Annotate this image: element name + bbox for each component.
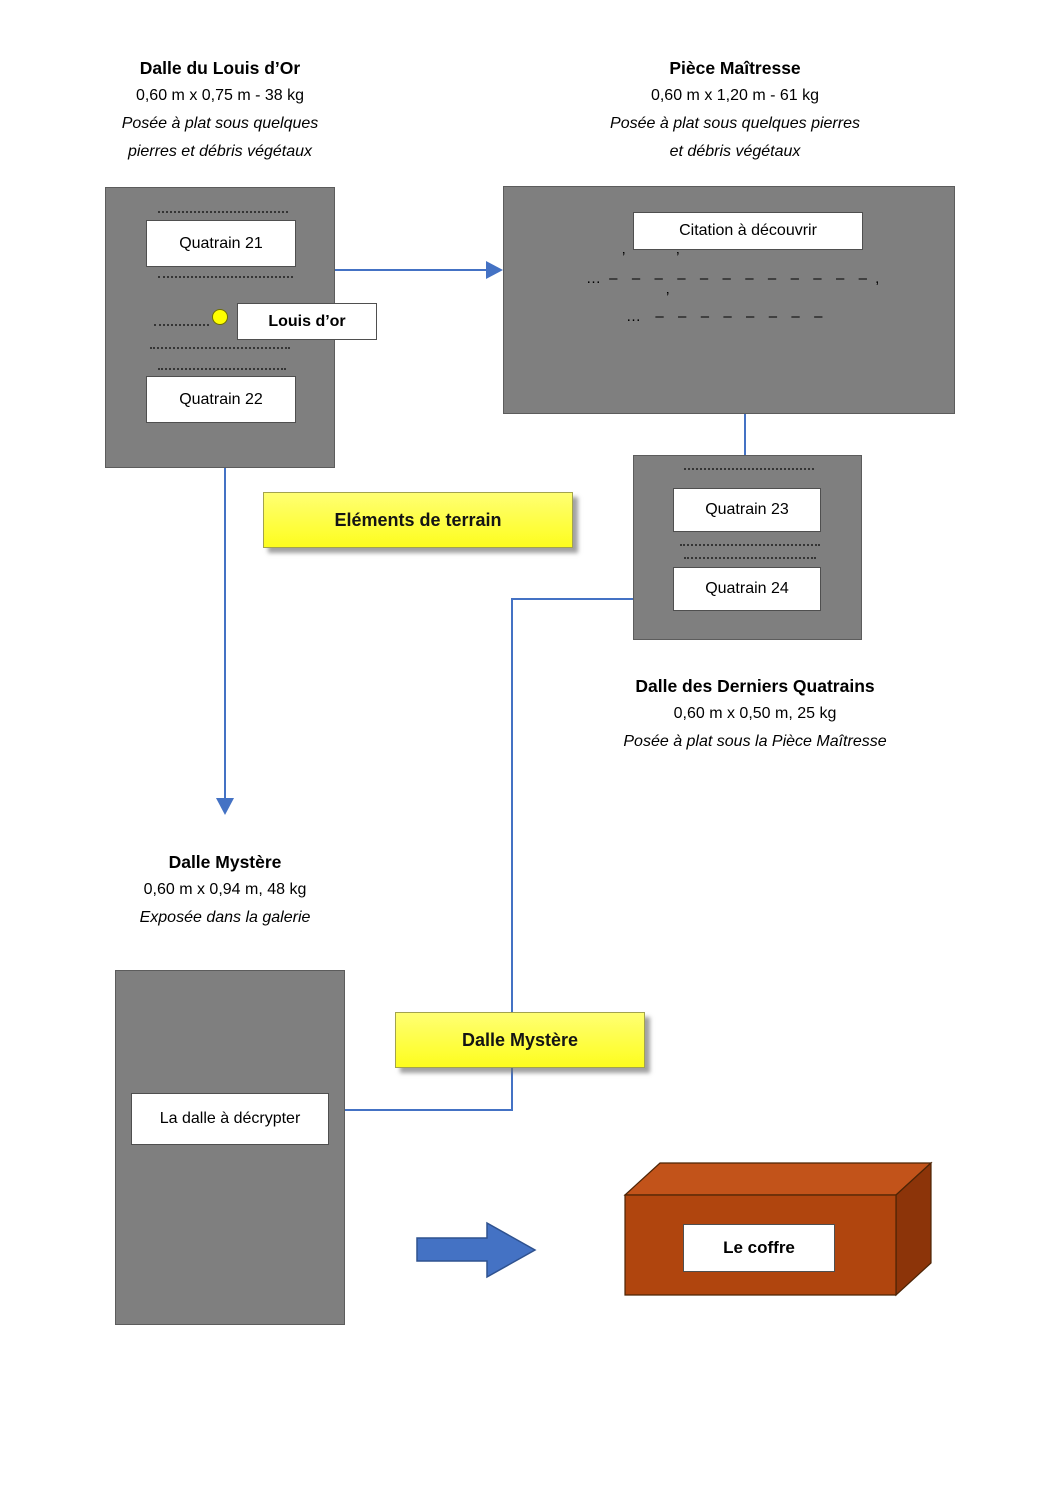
derniers-quatrains-header: Dalle des Derniers Quatrains 0,60 m x 0,… (555, 672, 955, 756)
piece-maitresse-slab: Citation à découvrir ’ ’ … – – – – – – –… (503, 186, 955, 414)
dalle-mystere-note: Exposée dans la galerie (139, 909, 311, 926)
quatrain-22-box: Quatrain 22 (146, 376, 296, 423)
louis-dor-note-1: Posée à plat sous quelques (121, 115, 319, 132)
dalle-mystere-slab: La dalle à décrypter (115, 970, 345, 1325)
louis-dor-marker-icon (212, 309, 228, 325)
derniers-quatrains-note: Posée à plat sous la Pièce Maîtresse (623, 733, 887, 750)
louis-dor-header: Dalle du Louis d’Or 0,60 m x 0,75 m - 38… (75, 54, 365, 166)
dalle-mystere-tag: Dalle Mystère (395, 1012, 645, 1068)
louis-dor-callout-box: Louis d’or (237, 303, 377, 340)
citation-box: Citation à découvrir (633, 212, 863, 250)
redacted-text-line (150, 347, 290, 349)
connector-louis-to-mystere (224, 468, 226, 798)
louis-dor-dimensions: 0,60 m x 0,75 m - 38 kg (135, 87, 305, 104)
redacted-citation-line: … – – – – – – – – – – – – , (586, 270, 882, 287)
piece-maitresse-title: Pièce Maîtresse (669, 58, 801, 78)
redacted-citation-line: ’ ’ (622, 249, 682, 266)
connector-quatrains-elbow-vertical (511, 598, 513, 1111)
louis-dor-note-2: pierres et débris végétaux (127, 143, 313, 160)
coffre-box: Le coffre (683, 1224, 835, 1272)
derniers-quatrains-title: Dalle des Derniers Quatrains (635, 676, 875, 696)
redacted-citation-line: ’ (666, 289, 672, 306)
redacted-text-line (158, 368, 286, 370)
piece-maitresse-note-1: Posée à plat sous quelques pierres (610, 115, 860, 132)
quatrain-23-box: Quatrain 23 (673, 488, 821, 532)
connector-quatrains-elbow-bottom (345, 1109, 513, 1111)
dalle-mystere-dimensions: 0,60 m x 0,94 m, 48 kg (143, 881, 307, 898)
quatrain-21-label: Quatrain 21 (179, 234, 263, 252)
redacted-text-line (154, 324, 209, 326)
connector-quatrains-elbow-top (511, 598, 633, 600)
quatrain-24-label: Quatrain 24 (705, 580, 789, 597)
dalle-mystere-header: Dalle Mystère 0,60 m x 0,94 m, 48 kg Exp… (75, 848, 375, 932)
piece-maitresse-note-2: et débris végétaux (669, 143, 801, 160)
coffre-label: Le coffre (723, 1238, 795, 1257)
arrowhead-down-icon (216, 798, 234, 815)
redacted-citation-line: … – – – – – – – – (626, 308, 825, 325)
citation-label: Citation à découvrir (679, 222, 817, 239)
derniers-quatrains-dimensions: 0,60 m x 0,50 m, 25 kg (673, 705, 837, 722)
elements-terrain-label: Eléments de terrain (334, 509, 502, 530)
redacted-text-line (158, 211, 288, 213)
louis-dor-title: Dalle du Louis d’Or (139, 58, 301, 78)
redacted-text-line (680, 544, 820, 546)
derniers-quatrains-slab: Quatrain 23 Quatrain 24 (633, 455, 862, 640)
dalle-a-decrypter-label: La dalle à décrypter (159, 1110, 301, 1127)
dalle-mystere-title: Dalle Mystère (168, 852, 282, 872)
arrowhead-right-icon (486, 261, 503, 279)
connector-maitresse-to-quatrains (744, 414, 746, 456)
piece-maitresse-dimensions: 0,60 m x 1,20 m - 61 kg (650, 87, 820, 104)
dalle-mystere-tag-label: Dalle Mystère (461, 1029, 579, 1050)
redacted-text-line (684, 468, 814, 470)
elements-terrain-tag: Eléments de terrain (263, 492, 573, 548)
quatrain-23-label: Quatrain 23 (705, 501, 789, 518)
redacted-text-line (684, 557, 816, 559)
quatrain-24-box: Quatrain 24 (673, 567, 821, 611)
dalle-a-decrypter-box: La dalle à décrypter (131, 1093, 329, 1145)
block-arrow-right-icon (416, 1221, 537, 1279)
quatrain-21-box: Quatrain 21 (146, 220, 296, 267)
connector-louis-to-maitresse (335, 269, 487, 271)
louis-dor-callout-label: Louis d’or (268, 312, 346, 330)
piece-maitresse-header: Pièce Maîtresse 0,60 m x 1,20 m - 61 kg … (555, 54, 915, 166)
quatrain-22-label: Quatrain 22 (179, 390, 263, 408)
redacted-text-line (158, 276, 293, 278)
